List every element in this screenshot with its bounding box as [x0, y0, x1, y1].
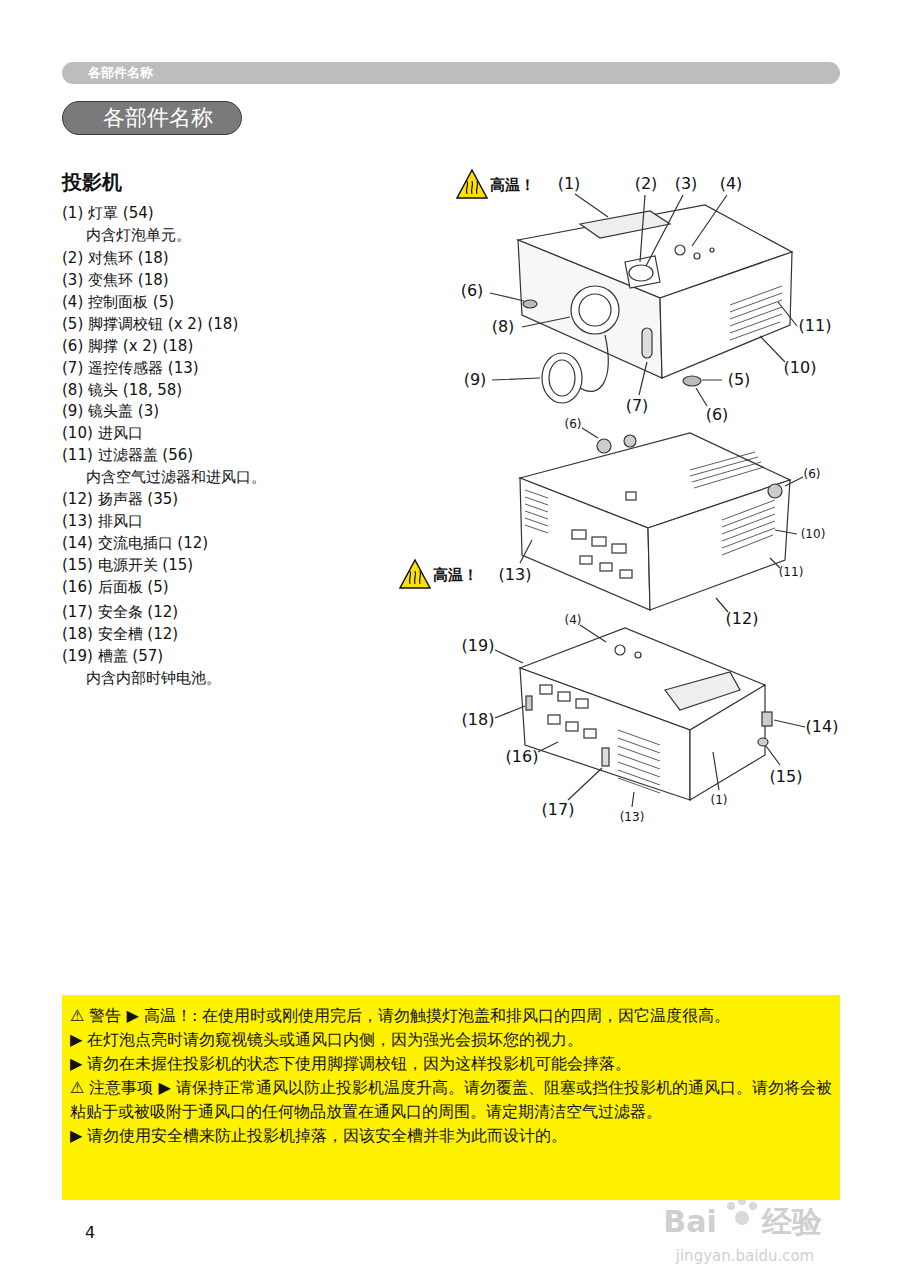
part-list-item: (19) 槽盖 (57) — [62, 647, 163, 666]
callout-number: (3) — [675, 174, 698, 194]
projector-bottom-view — [520, 428, 803, 612]
part-list-item: (5) 脚撑调校钮 (x 2) (18) — [62, 315, 238, 334]
warning-text: ▶ 在灯泡点亮时请勿窥视镜头或通风口内侧，因为强光会损坏您的视力。 — [70, 1028, 832, 1052]
warning-text: ▶ 请勿在未握住投影机的状态下使用脚撑调校钮，因为这样投影机可能会摔落。 — [70, 1052, 832, 1076]
header-band: 各部件名称 — [62, 62, 840, 84]
part-list-item: (7) 遥控传感器 (13) — [62, 359, 199, 378]
page-number: 4 — [85, 1223, 95, 1243]
watermark: 经验 — [762, 1203, 822, 1241]
part-list-item: (10) 进风口 — [62, 424, 143, 443]
watermark: jingyan.baidu.com — [676, 1247, 814, 1266]
part-list-item: (1) 灯罩 (54) — [62, 204, 154, 223]
callout-number: (16) — [506, 747, 539, 767]
callout-number: (11) — [779, 565, 804, 580]
callout-number: (13) — [620, 810, 645, 825]
section-title: 投影机 — [62, 170, 122, 195]
warning-text: ⚠ 警告 ▶ 高温！: 在使用时或刚使用完后，请勿触摸灯泡盖和排风口的四周，因它… — [70, 1004, 832, 1028]
callout-number: (6) — [804, 467, 821, 482]
projector-front-view — [490, 194, 797, 406]
hot-warning-icon — [400, 170, 487, 588]
part-list-item: (18) 安全槽 (12) — [62, 625, 178, 644]
callout-number: (1) — [711, 793, 728, 808]
part-list-item: (6) 脚撑 (x 2) (18) — [62, 337, 193, 356]
callout-number: (5) — [728, 370, 751, 390]
part-list-item: (16) 后面板 (5) — [62, 578, 169, 597]
callout-number: (7) — [626, 396, 649, 416]
callout-number: (12) — [726, 609, 759, 629]
callout-number: (13) — [499, 565, 532, 585]
part-list-item: (4) 控制面板 (5) — [62, 293, 174, 312]
section-pill: 各部件名称 — [62, 101, 242, 135]
projector-rear-view — [495, 625, 805, 807]
hot-warning-label: 高温！ — [490, 176, 535, 195]
part-list-item: (14) 交流电插口 (12) — [62, 534, 208, 553]
callout-number: (1) — [558, 174, 581, 194]
watermark: Bai — [663, 1203, 716, 1241]
callout-number: (15) — [770, 767, 803, 787]
watermark-paw — [727, 1197, 757, 1225]
part-list-item: (12) 扬声器 (35) — [62, 490, 178, 509]
callout-number: (2) — [635, 174, 658, 194]
callout-number: (10) — [784, 358, 817, 378]
part-list-item: (15) 电源开关 (15) — [62, 556, 193, 575]
callout-number: (18) — [462, 710, 495, 730]
section-heading: 各部件名称 — [88, 62, 840, 84]
callout-number: (11) — [799, 316, 832, 336]
part-list-item: (8) 镜头 (18, 58) — [62, 381, 182, 400]
callout-number: (17) — [542, 800, 575, 820]
section-heading: 各部件名称 — [103, 102, 213, 133]
part-list-item: (17) 安全条 (12) — [62, 603, 178, 622]
part-list-item: 内含空气过滤器和进风口。 — [86, 468, 266, 487]
callout-number: (6) — [706, 405, 729, 425]
warning-text: ⚠ 注意事项 ▶ 请保持正常通风以防止投影机温度升高。请勿覆盖、阻塞或挡住投影机… — [70, 1076, 832, 1124]
callout-number: (10) — [801, 527, 826, 542]
part-list-item: 内含内部时钟电池。 — [86, 669, 221, 688]
callout-number: (6) — [565, 417, 582, 432]
part-list-item: (11) 过滤器盖 (56) — [62, 446, 193, 465]
part-list-item: 内含灯泡单元。 — [86, 226, 191, 245]
part-list-item: (3) 变焦环 (18) — [62, 271, 169, 290]
part-list-item: (9) 镜头盖 (3) — [62, 402, 159, 421]
hot-warning-label: 高温！ — [433, 566, 478, 585]
warning-text: ▶ 请勿使用安全槽来防止投影机掉落，因该安全槽并非为此而设计的。 — [70, 1124, 832, 1148]
callout-number: (9) — [464, 370, 487, 390]
callout-number: (4) — [720, 174, 743, 194]
part-list-item: (13) 排风口 — [62, 512, 143, 531]
callout-number: (14) — [806, 717, 839, 737]
part-list-item: (2) 对焦环 (18) — [62, 249, 169, 268]
callout-number: (6) — [461, 281, 484, 301]
callout-number: (8) — [492, 317, 515, 337]
callout-number: (19) — [462, 636, 495, 656]
warning-box: ⚠ 警告 ▶ 高温！: 在使用时或刚使用完后，请勿触摸灯泡盖和排风口的四周，因它… — [62, 995, 840, 1200]
callout-number: (4) — [565, 613, 582, 628]
